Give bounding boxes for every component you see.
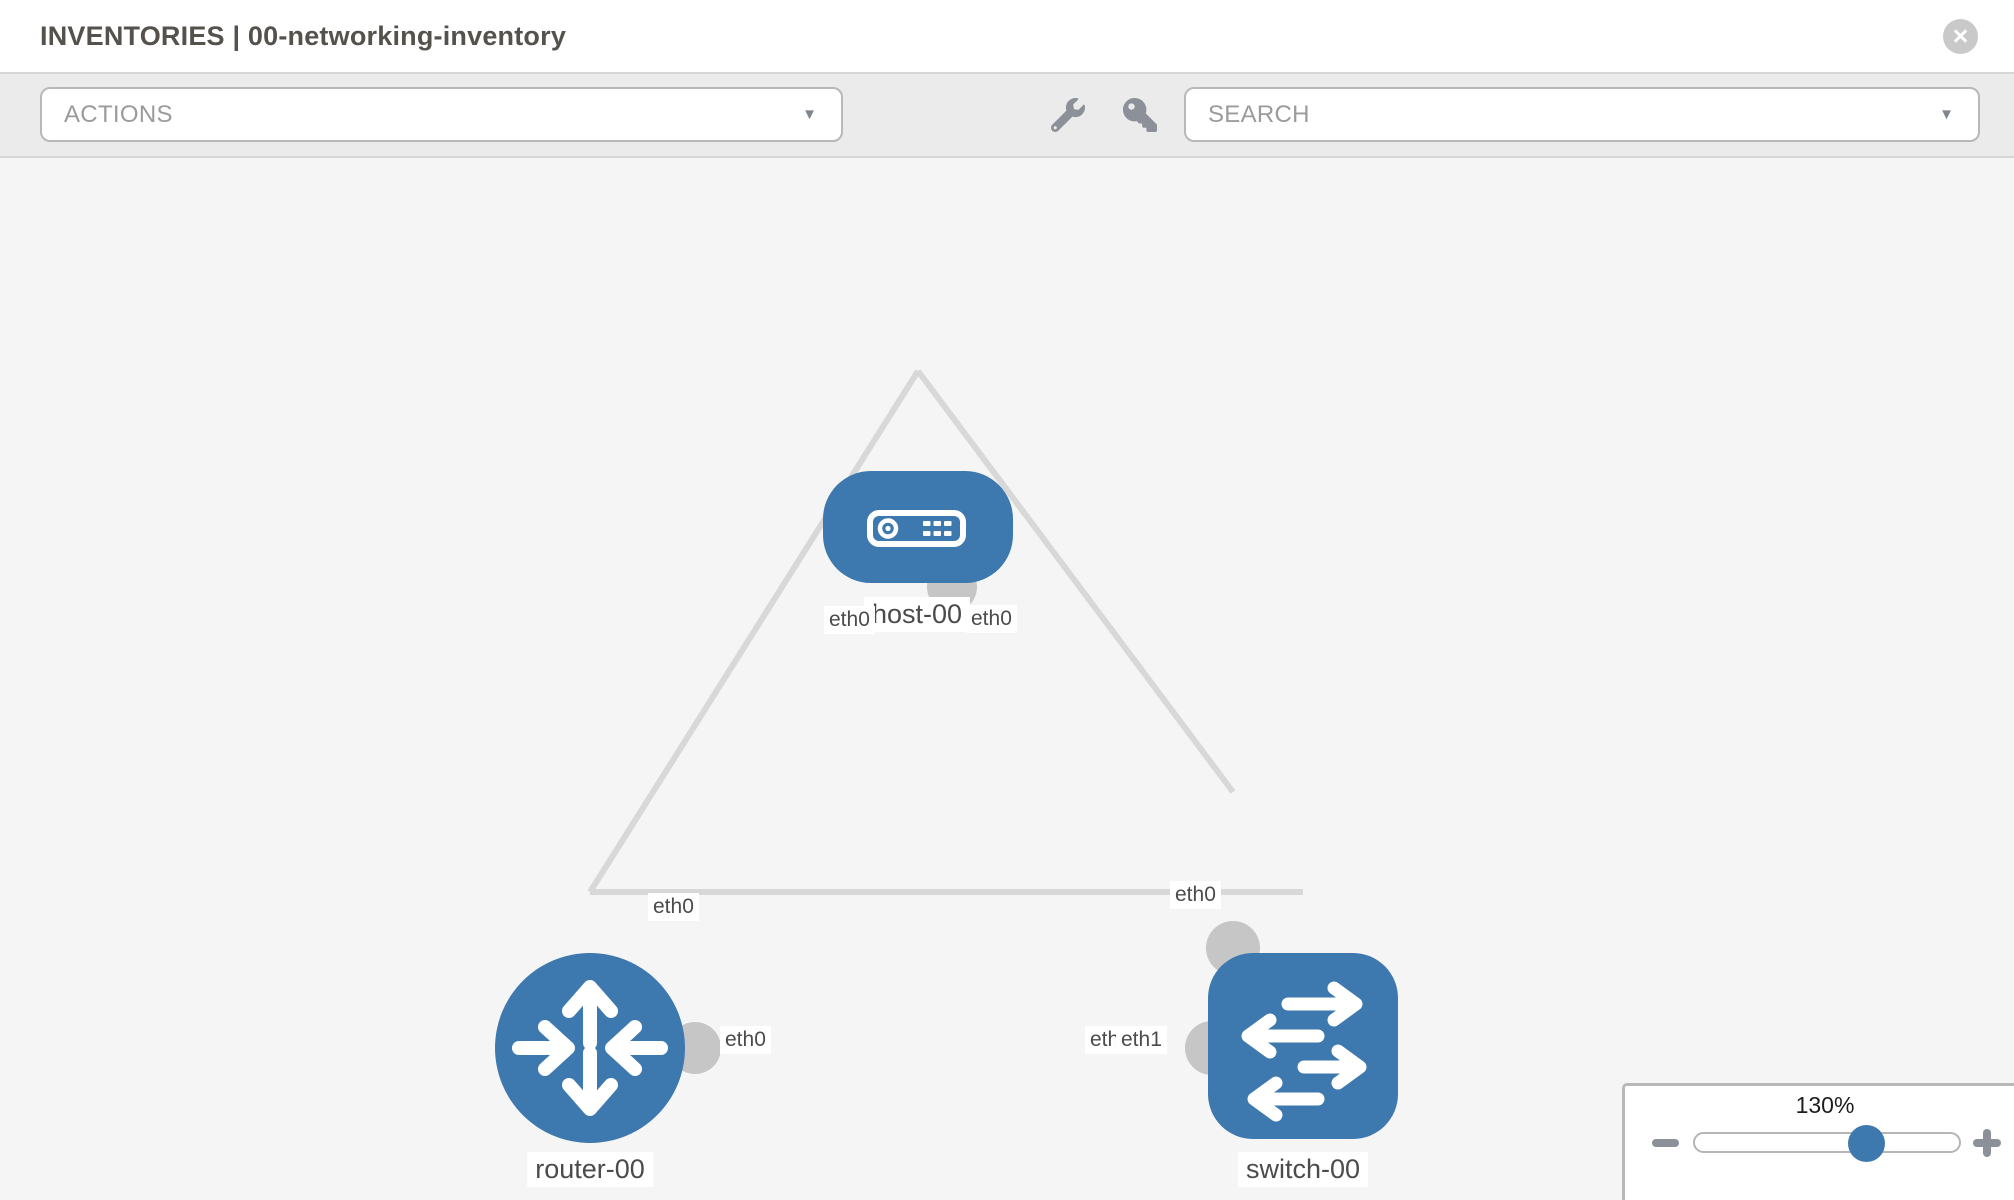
actions-dropdown-label: ACTIONS (64, 100, 173, 128)
node-label-router[interactable]: router-00 (527, 1152, 653, 1187)
port-label-router-eth0-upper: eth0 (648, 893, 699, 921)
chevron-down-icon: ▼ (1939, 106, 1954, 123)
wrench-icon[interactable] (1050, 98, 1085, 133)
link-host-router[interactable] (587, 369, 921, 894)
switch-icon (1241, 981, 1367, 1122)
topology-edges (587, 369, 1303, 895)
zoom-slider-track[interactable] (1693, 1132, 1961, 1153)
close-icon[interactable]: × (1943, 19, 1978, 54)
search-dropdown[interactable]: SEARCH ▼ (1184, 87, 1980, 142)
port-label-switch-eth1-left: eth1 (1116, 1026, 1167, 1054)
node-router-00[interactable] (495, 953, 685, 1143)
link-host-switch[interactable] (915, 369, 1236, 794)
port-label-host-eth0-right: eth0 (966, 605, 1017, 633)
topology-canvas[interactable]: host-00 router-00 switch-00 eth0 eth0 et… (0, 156, 2014, 1200)
zoom-slider-handle[interactable] (1848, 1125, 1885, 1162)
actions-dropdown[interactable]: ACTIONS ▼ (40, 87, 843, 142)
chevron-down-icon: ▼ (802, 106, 817, 123)
window-header: INVENTORIES | 00-networking-inventory × (0, 0, 2014, 74)
node-label-host[interactable]: host-00 (863, 597, 971, 632)
key-icon[interactable] (1123, 98, 1157, 132)
port-label-switch-eth0-top: eth0 (1170, 881, 1221, 909)
router-icon (512, 980, 668, 1116)
node-switch-00[interactable] (1208, 953, 1398, 1139)
zoom-out-icon[interactable] (1652, 1139, 1679, 1147)
node-label-switch[interactable]: switch-00 (1237, 1152, 1369, 1187)
search-dropdown-label: SEARCH (1208, 100, 1310, 128)
port-label-router-eth0-right: eth0 (720, 1026, 771, 1054)
host-icon (867, 510, 966, 547)
zoom-in-icon[interactable] (1973, 1129, 2001, 1157)
toolbar: ACTIONS ▼ SEARCH ▼ (0, 74, 2014, 158)
zoom-percentage: 130% (1795, 1092, 1855, 1118)
port-label-host-eth0-left: eth0 (824, 606, 875, 634)
node-host-00[interactable] (823, 471, 1013, 583)
zoom-control-panel: 130% (1622, 1083, 2014, 1200)
page-title: INVENTORIES | 00-networking-inventory (40, 20, 567, 51)
